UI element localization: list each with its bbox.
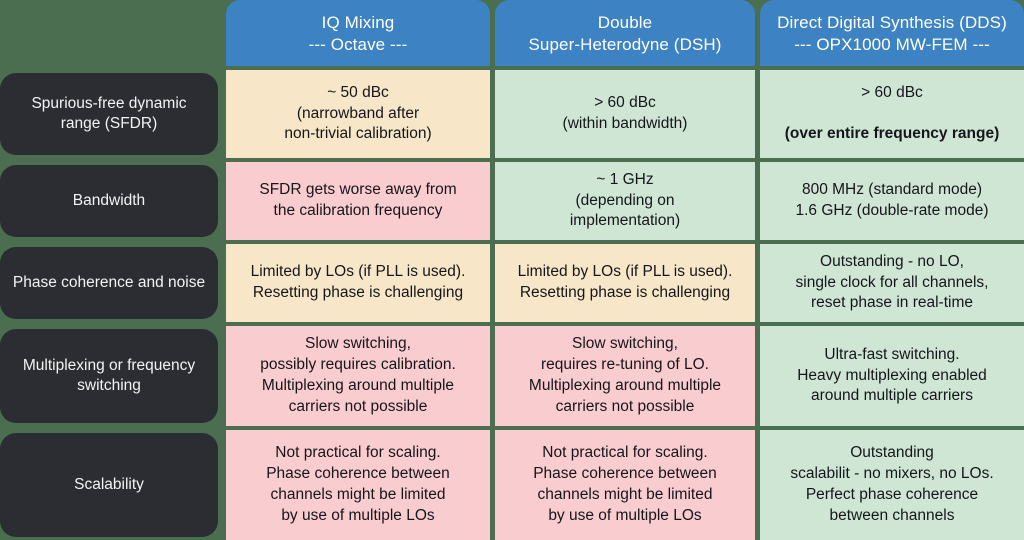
cell-phase-coherence-dds: Outstanding - no LO, single clock for al… bbox=[760, 244, 1024, 322]
column-header-direct-digital-synthesis: Direct Digital Synthesis (DDS) --- OPX10… bbox=[760, 0, 1024, 66]
cell-sfdr-dsh: > 60 dBc (within bandwidth) bbox=[495, 70, 755, 158]
column-gap bbox=[218, 162, 226, 240]
cell-text: Slow switching, possibly requires calibr… bbox=[260, 335, 456, 415]
cell-text: Not practical for scaling. Phase coheren… bbox=[266, 444, 450, 524]
column-header-line2: --- OPX1000 MW-FEM --- bbox=[794, 35, 990, 54]
column-header-line1: IQ Mixing bbox=[321, 13, 395, 33]
cell-text: Outstanding scalabilit - no mixers, no L… bbox=[790, 444, 994, 524]
column-header-line1: Direct Digital Synthesis (DDS) bbox=[777, 13, 1007, 33]
cell-sfdr-dds: > 60 dBc (over entire frequency range) bbox=[760, 70, 1024, 158]
cell-text: Limited by LOs (if PLL is used). Resetti… bbox=[250, 263, 466, 301]
cell-multiplexing-iq-mixing: Slow switching, possibly requires calibr… bbox=[226, 326, 490, 426]
cell-text: Ultra-fast switching. Heavy multiplexing… bbox=[797, 345, 987, 405]
row-label-multiplexing: Multiplexing or frequency switching bbox=[0, 329, 218, 423]
column-header-line1: Double bbox=[597, 13, 653, 33]
cell-multiplexing-dds: Ultra-fast switching. Heavy multiplexing… bbox=[760, 326, 1024, 426]
row-gap bbox=[0, 240, 218, 244]
header-corner-spacer bbox=[0, 0, 218, 66]
cell-text: Slow switching, requires re-tuning of LO… bbox=[528, 335, 722, 415]
column-gap bbox=[218, 430, 226, 540]
cell-scalability-dds: Outstanding scalabilit - no mixers, no L… bbox=[760, 430, 1024, 540]
cell-scalability-dsh: Not practical for scaling. Phase coheren… bbox=[495, 430, 755, 540]
cell-text: ~ 50 dBc (narrowband after non-trivial c… bbox=[284, 83, 432, 143]
column-gap bbox=[218, 326, 226, 426]
column-gap bbox=[218, 0, 226, 66]
row-label-bandwidth: Bandwidth bbox=[0, 165, 218, 237]
cell-phase-coherence-dsh: Limited by LOs (if PLL is used). Resetti… bbox=[495, 244, 755, 322]
column-gap bbox=[218, 244, 226, 322]
cell-text: Not practical for scaling. Phase coheren… bbox=[533, 444, 717, 524]
row-gap bbox=[0, 426, 218, 430]
cell-phase-coherence-iq-mixing: Limited by LOs (if PLL is used). Resetti… bbox=[226, 244, 490, 322]
column-header-double-super-heterodyne: Double Super-Heterodyne (DSH) bbox=[495, 0, 755, 66]
row-label-scalability: Scalability bbox=[0, 433, 218, 537]
row-label-sfdr: Spurious-free dynamic range (SFDR) bbox=[0, 73, 218, 155]
cell-text: SFDR gets worse away from the calibratio… bbox=[259, 181, 457, 219]
row-gap bbox=[0, 158, 218, 162]
row-gap bbox=[0, 322, 218, 326]
column-header-line2: Super-Heterodyne (DSH) bbox=[528, 35, 722, 54]
column-header-iq-mixing: IQ Mixing --- Octave --- bbox=[226, 0, 490, 66]
column-header-line2: --- Octave --- bbox=[308, 35, 408, 54]
column-gap bbox=[218, 70, 226, 158]
cell-text: Outstanding - no LO, single clock for al… bbox=[795, 252, 989, 312]
cell-text: > 60 dBc (within bandwidth) bbox=[562, 94, 688, 132]
row-gap bbox=[0, 66, 218, 70]
cell-sfdr-iq-mixing: ~ 50 dBc (narrowband after non-trivial c… bbox=[226, 70, 490, 158]
cell-bandwidth-dds: 800 MHz (standard mode) 1.6 GHz (double-… bbox=[760, 162, 1024, 240]
cell-text: ~ 1 GHz (depending on implementation) bbox=[569, 170, 681, 230]
row-label-phase-coherence: Phase coherence and noise bbox=[0, 247, 218, 319]
cell-scalability-iq-mixing: Not practical for scaling. Phase coheren… bbox=[226, 430, 490, 540]
cell-bandwidth-dsh: ~ 1 GHz (depending on implementation) bbox=[495, 162, 755, 240]
cell-bandwidth-iq-mixing: SFDR gets worse away from the calibratio… bbox=[226, 162, 490, 240]
cell-text: 800 MHz (standard mode) 1.6 GHz (double-… bbox=[795, 181, 989, 219]
cell-multiplexing-dsh: Slow switching, requires re-tuning of LO… bbox=[495, 326, 755, 426]
cell-text: Limited by LOs (if PLL is used). Resetti… bbox=[517, 263, 733, 301]
cell-text-emphasis: (over entire frequency range) bbox=[784, 125, 1000, 143]
cell-text: > 60 dBc bbox=[861, 83, 923, 101]
